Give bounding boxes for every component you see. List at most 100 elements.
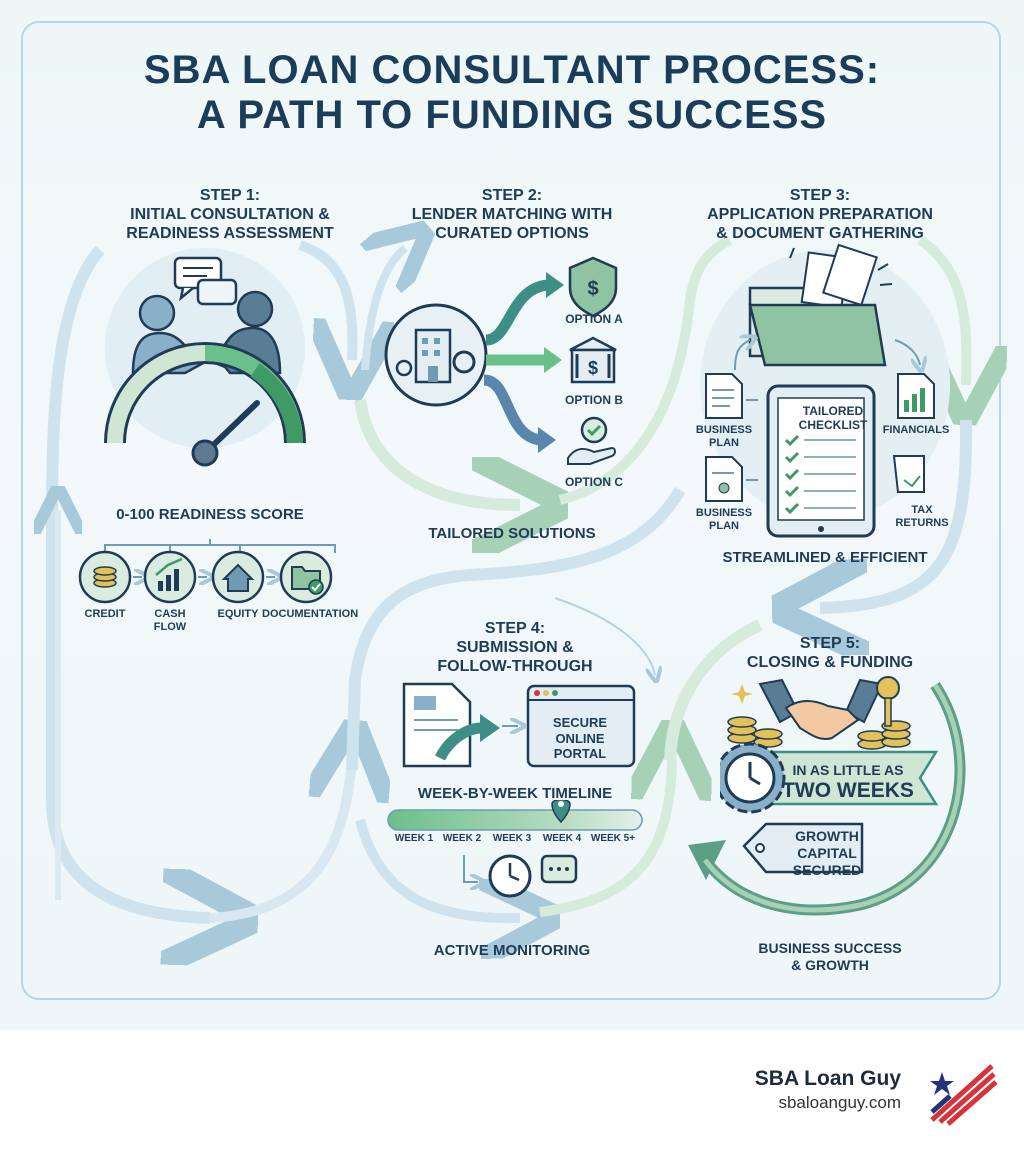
step3-number: STEP 3:	[789, 187, 851, 204]
doc-business-2b: PLAN	[709, 520, 739, 533]
folder-icon	[748, 243, 893, 367]
week-4: WEEK 4	[542, 833, 582, 844]
chat-icon	[540, 854, 578, 884]
folder-check-icon	[279, 550, 333, 604]
step3-heading: STEP 3: APPLICATION PREPARATION & DOCUME…	[690, 186, 950, 244]
week-timeline	[387, 800, 643, 898]
step1-heading: STEP 1: INITIAL CONSULTATION & READINESS…	[90, 186, 370, 244]
chart-doc-icon	[897, 373, 935, 419]
factor-cash: CASH	[154, 608, 186, 620]
document-icon	[705, 373, 743, 419]
step2-title-line1: LENDER MATCHING WITH	[411, 206, 613, 224]
chat-bubbles-icon	[173, 256, 238, 306]
infographic-stage: SBA LOAN CONSULTANT PROCESS: A PATH TO F…	[0, 0, 1024, 1030]
option-a: OPTION A	[565, 312, 623, 326]
checklist-title: TAILORED CHECKLIST	[778, 404, 888, 433]
step5-heading: STEP 5: CLOSING & FUNDING	[720, 634, 940, 672]
tag-icon	[742, 822, 864, 874]
infographic-frame	[21, 21, 1001, 1000]
flow-step3-right	[917, 235, 966, 385]
bank-building-icon	[395, 328, 476, 384]
factor-equity: EQUITY	[217, 608, 259, 620]
doc-business-plan-1: BUSINESS PLAN	[686, 424, 762, 450]
readiness-score-label: 0-100 READINESS SCORE	[116, 506, 304, 523]
step4-title-line2: FOLLOW-THROUGH	[437, 658, 593, 676]
step1-title-line2: READINESS ASSESSMENT	[126, 225, 334, 243]
flow-step4-right	[539, 760, 672, 917]
browser-window-icon	[526, 684, 636, 768]
step5-number: STEP 5:	[799, 635, 861, 652]
factor-credit: CREDIT	[84, 608, 126, 620]
hand-check-icon	[567, 416, 616, 465]
checklist-line2: CHECKLIST	[798, 418, 868, 433]
step4-number: STEP 4:	[484, 620, 546, 637]
process-flow-paths	[0, 0, 1024, 1030]
step3-title-line2: & DOCUMENT GATHERING	[716, 225, 924, 243]
key-icon	[876, 676, 900, 727]
flow-s1-to-s4	[209, 760, 352, 923]
document-icon-2	[705, 456, 743, 502]
checklist-line1: TAILORED	[802, 404, 864, 418]
coins-icon	[78, 550, 132, 604]
step2-title-line2: CURATED OPTIONS	[435, 225, 589, 243]
svg-text:$: $	[588, 358, 598, 378]
flow-loop-step1	[298, 240, 352, 360]
flow-step4-arrow	[554, 597, 655, 675]
step3-caption: STREAMLINED & EFFICIENT	[722, 549, 928, 566]
week-3: WEEK 3	[492, 833, 532, 844]
step5-caption: BUSINESS SUCCESS & GROWTH	[720, 940, 940, 974]
tag-line3: SECURED	[792, 861, 862, 878]
location-pin-icon	[551, 800, 571, 824]
factor-cash-flow: CASH FLOW	[142, 608, 198, 634]
step3-illustration	[700, 243, 950, 538]
step2-heading: STEP 2: LENDER MATCHING WITH CURATED OPT…	[380, 186, 644, 244]
sparkle-icon	[731, 684, 753, 704]
handshake-icon	[758, 678, 884, 740]
flow-step5-left	[664, 619, 763, 761]
secure-portal-label: SECURE ONLINE PORTAL	[530, 715, 630, 762]
timeline-label: WEEK-BY-WEEK TIMELINE	[417, 785, 613, 802]
doc-financials: FINANCIALS	[882, 424, 950, 436]
flow-s3-to-s5	[820, 419, 973, 608]
portal-line3: PORTAL	[553, 746, 607, 762]
doc-business-2a: BUSINESS	[695, 507, 753, 519]
step4-title-line1: SUBMISSION &	[456, 639, 574, 657]
send-document-icon	[402, 682, 500, 768]
step2-caption: TAILORED SOLUTIONS	[428, 525, 596, 542]
week-2: WEEK 2	[442, 833, 482, 844]
tag-line2: CAPITAL	[797, 844, 857, 861]
flow-s2-to-s3	[558, 235, 733, 505]
doc-business-1b: PLAN	[709, 437, 739, 450]
title-line-2: A PATH TO FUNDING SUCCESS	[196, 93, 828, 137]
step3-title-line1: APPLICATION PREPARATION	[707, 206, 933, 224]
step1-title-line1: INITIAL CONSULTATION &	[130, 206, 330, 224]
flow-step2-bottom	[354, 399, 520, 505]
step5-illustration	[720, 676, 939, 874]
week-5-plus: WEEK 5+	[590, 833, 636, 844]
step2-number: STEP 2:	[481, 187, 543, 204]
doc-business-1a: BUSINESS	[695, 424, 753, 436]
brand-url[interactable]: sbaloanguy.com	[778, 1093, 901, 1112]
brand-name: SBA Loan Guy	[754, 1067, 901, 1090]
growth-chart-icon	[143, 550, 197, 604]
readiness-factors	[78, 539, 336, 604]
step5-title-line1: CLOSING & FUNDING	[746, 654, 914, 672]
doc-tax-b: RETURNS	[895, 517, 949, 530]
step1-number: STEP 1:	[199, 187, 261, 204]
factor-flow: FLOW	[153, 621, 187, 634]
gauge-icon	[104, 342, 306, 467]
shield-dollar-icon: $	[568, 256, 618, 318]
clock-icon	[488, 854, 532, 898]
portal-line1: SECURE	[552, 715, 608, 730]
title-line-1: SBA LOAN CONSULTANT PROCESS:	[143, 48, 881, 92]
growth-tag-text: GROWTH CAPITAL SECURED	[772, 828, 882, 878]
bank-dollar-icon: $	[569, 336, 617, 384]
coins-stack-icon	[727, 716, 911, 750]
step5-caption-line1: BUSINESS SUCCESS	[758, 940, 902, 956]
flag-logo-icon	[930, 1064, 998, 1126]
gear-clock-icon	[720, 742, 786, 814]
step4-heading: STEP 4: SUBMISSION & FOLLOW-THROUGH	[400, 619, 630, 677]
tablet-checklist-icon	[766, 384, 876, 538]
option-c: OPTION C	[564, 475, 623, 489]
svg-text:$: $	[587, 278, 598, 300]
